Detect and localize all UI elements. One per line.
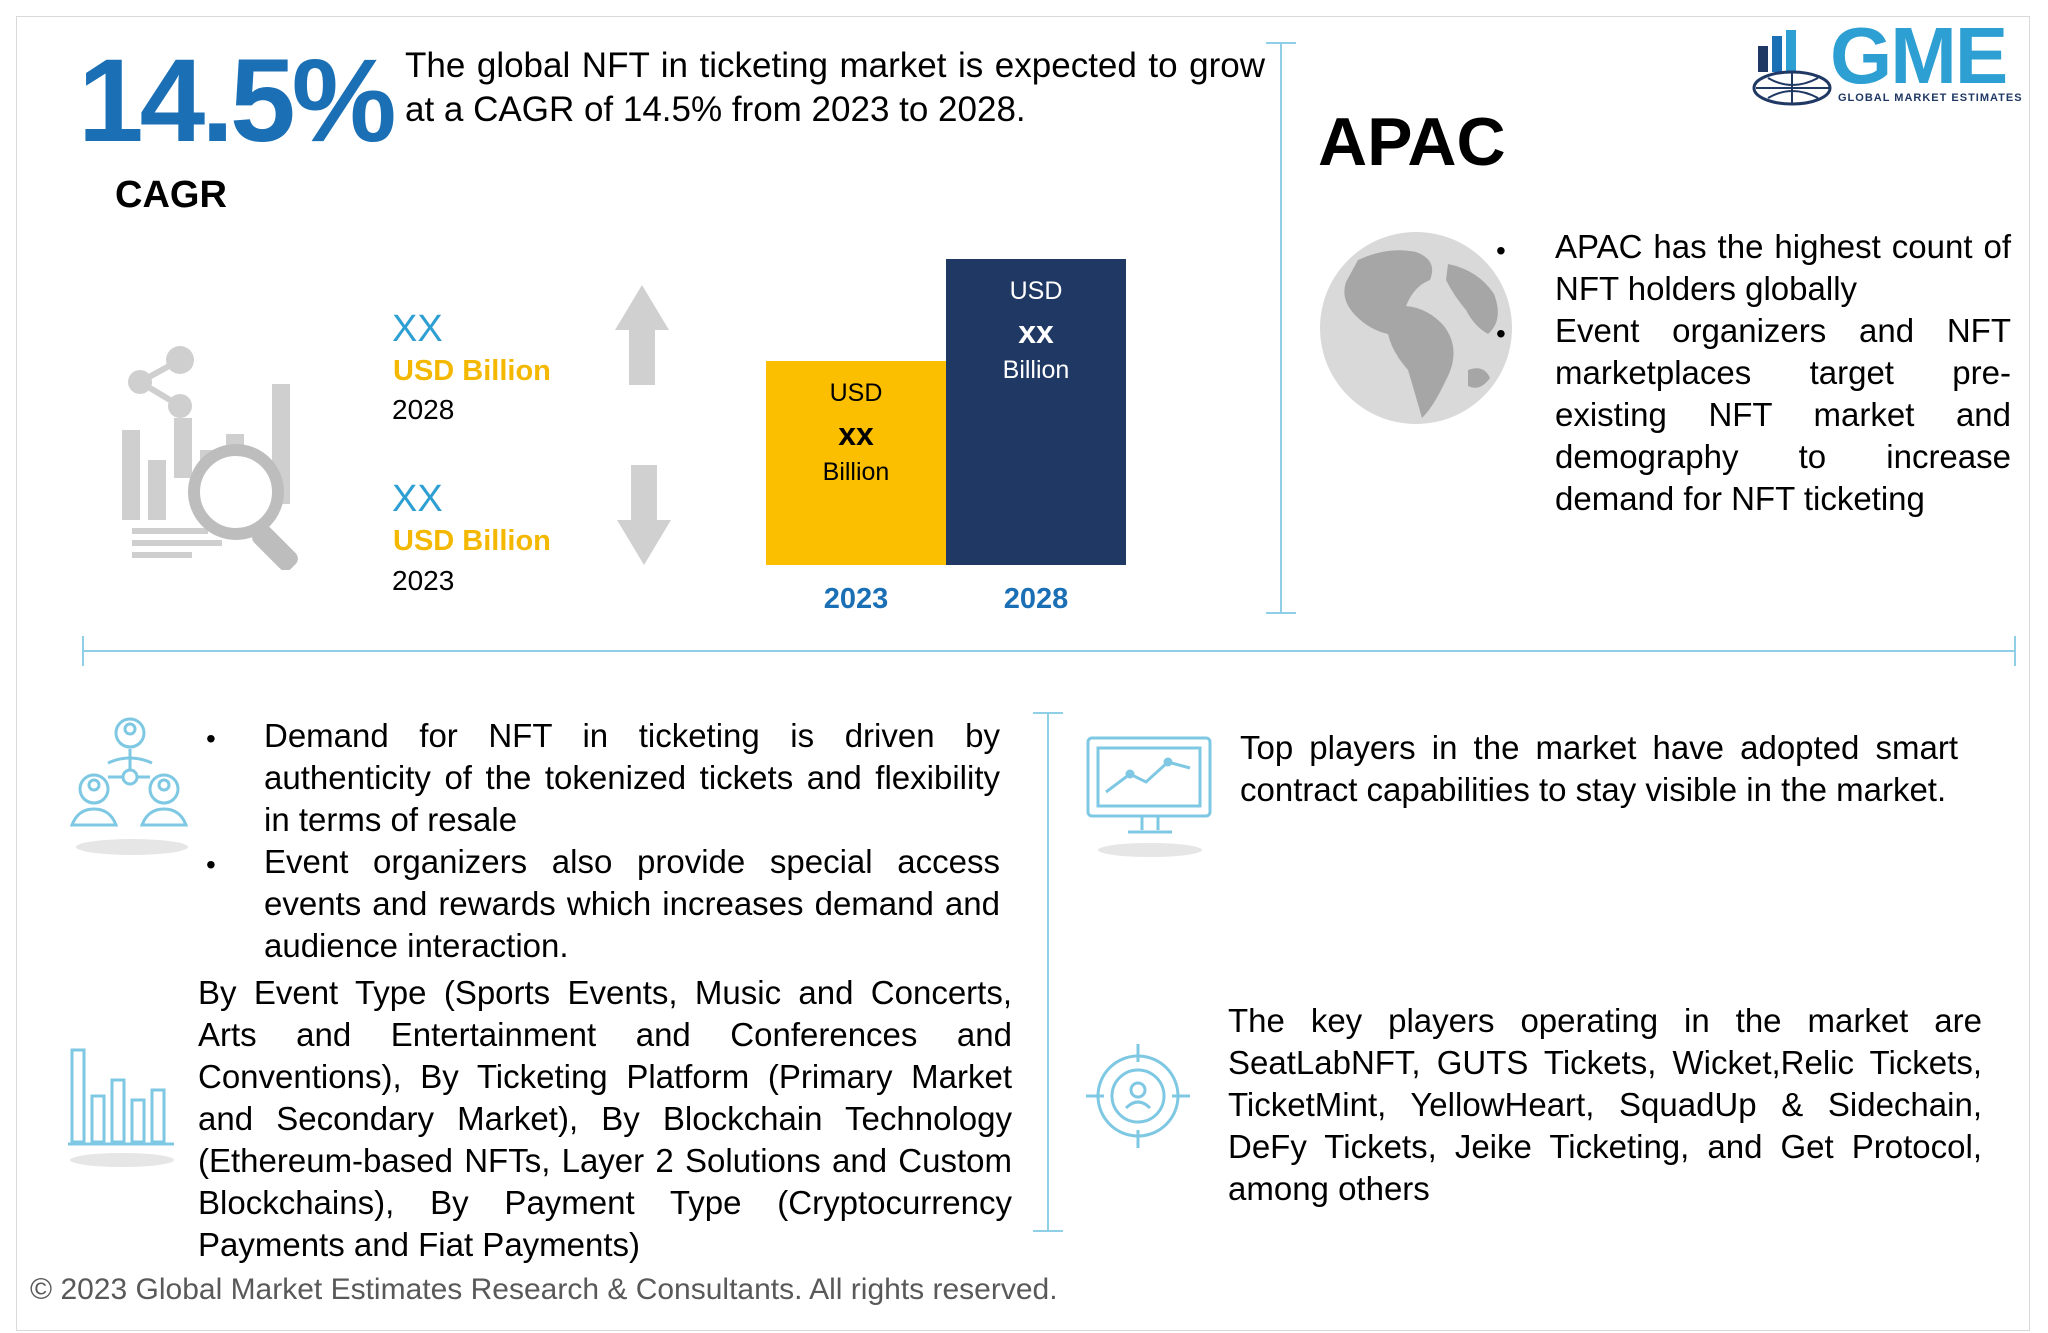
stat-2028-value: XX <box>392 308 443 350</box>
divider-tick <box>1266 612 1296 614</box>
bar-label-usd: USD <box>829 379 883 407</box>
divider-tick <box>1033 1230 1063 1232</box>
bullet-marker: • <box>1496 235 1506 266</box>
divider-horizontal <box>82 650 2016 652</box>
people-network-icon <box>68 715 198 865</box>
stat-2023-unit: USD Billion <box>393 525 551 557</box>
bullet-marker: • <box>1496 318 1506 349</box>
intro-text: The global NFT in ticketing market is ex… <box>405 46 1265 129</box>
arrow-down-icon <box>617 465 671 570</box>
divider-vertical-bottom <box>1047 712 1049 1232</box>
bar-label-usd: USD <box>1009 277 1063 305</box>
driver-bullet-1: Demand for NFT in ticketing is driven by… <box>264 717 1000 838</box>
arrow-up-icon <box>615 285 669 390</box>
divider-tick <box>1033 712 1063 714</box>
region-bullet-1: APAC has the highest count of NFT holder… <box>1555 228 2011 307</box>
stat-2023-year: 2023 <box>392 565 455 596</box>
logo-globe-icon <box>1752 30 1832 106</box>
divider-tick <box>82 636 84 666</box>
globe-icon <box>1318 230 1514 431</box>
divider-tick <box>2014 636 2016 666</box>
players-text: The key players operating in the market … <box>1228 1002 1982 1207</box>
cagr-label: CAGR <box>115 174 227 216</box>
target-person-icon <box>1080 1040 1198 1163</box>
analytics-magnifier-icon <box>118 340 318 575</box>
bar-label-billion: Billion <box>822 458 890 486</box>
infographic-frame <box>16 16 2030 1331</box>
copyright-text: © 2023 Global Market Estimates Research … <box>30 1273 1058 1306</box>
bar-chart-icon <box>66 1040 178 1175</box>
gme-logo: GME GLOBAL MARKET ESTIMATES <box>1752 16 2042 112</box>
segmentation-text: By Event Type (Sports Events, Music and … <box>198 974 1012 1263</box>
driver-bullet-2: Event organizers also provide special ac… <box>264 843 1000 964</box>
bar-label-billion: Billion <box>1002 356 1070 384</box>
x-tick-label: 2023 <box>823 583 889 615</box>
stat-2028-unit: USD Billion <box>393 355 551 387</box>
stat-2023-value: XX <box>392 478 443 520</box>
logo-text: GME <box>1830 11 2008 100</box>
region-bullet-2: Event organizers and NFT marketplaces ta… <box>1555 312 2011 517</box>
bar-label-value: xx <box>838 416 874 452</box>
logo-subtitle: GLOBAL MARKET ESTIMATES <box>1838 92 2023 104</box>
divider-vertical-top <box>1280 42 1282 614</box>
cagr-value: 14.5% <box>78 35 397 167</box>
bullet-marker: • <box>206 723 216 754</box>
x-tick-label: 2028 <box>1003 583 1069 615</box>
divider-tick <box>1266 42 1296 44</box>
region-title: APAC <box>1318 104 1506 180</box>
bar-label-value: xx <box>1018 314 1054 350</box>
bullet-marker: • <box>206 849 216 880</box>
monitor-chart-icon <box>1080 732 1220 867</box>
strategy-text: Top players in the market have adopted s… <box>1240 729 1958 808</box>
stat-2028-year: 2028 <box>392 394 455 425</box>
